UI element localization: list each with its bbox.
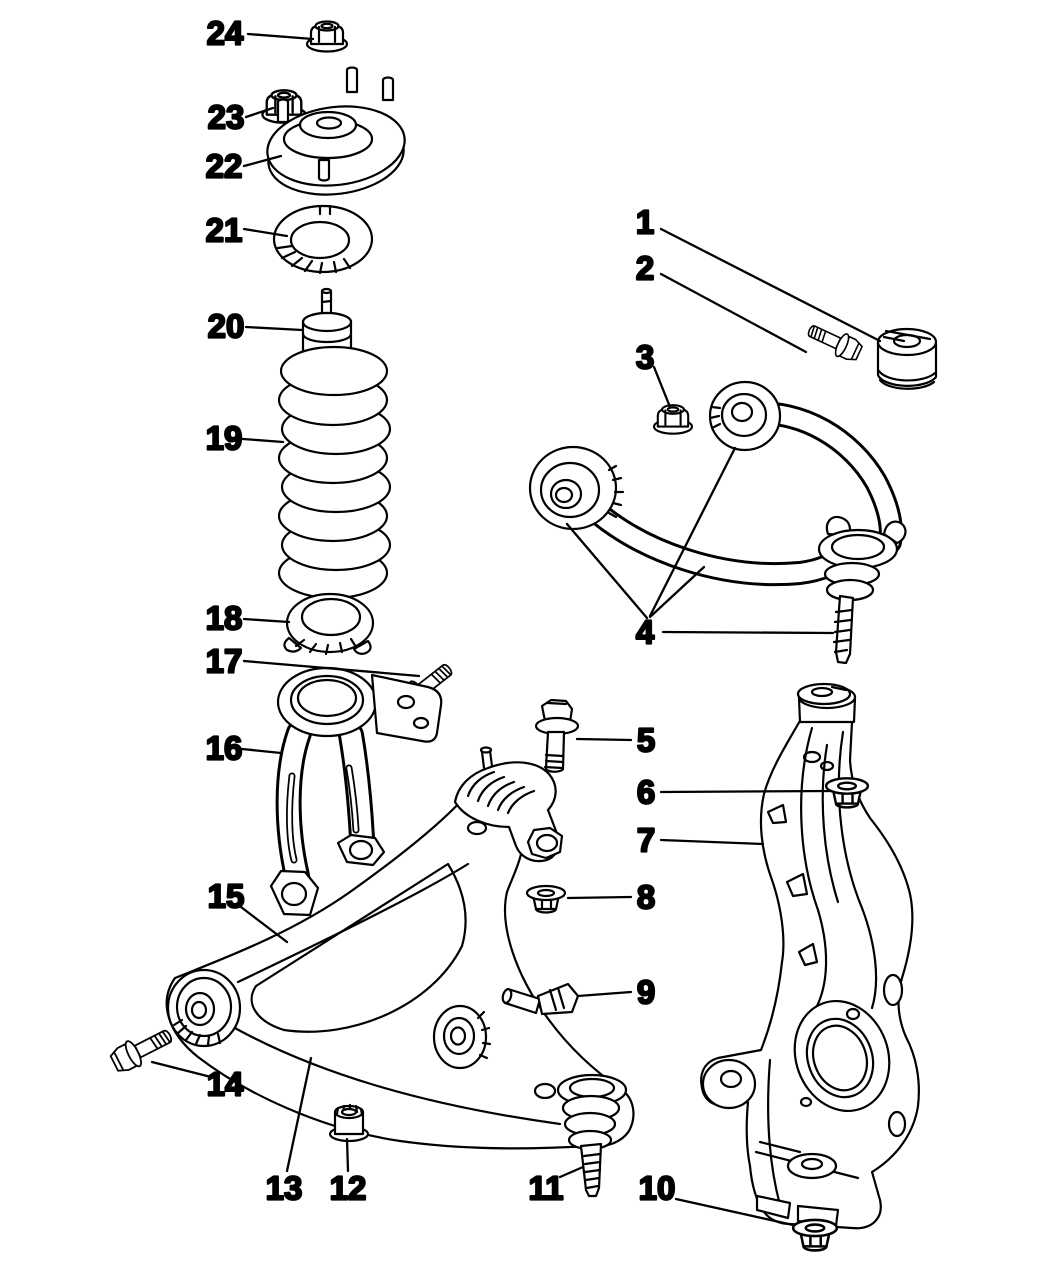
callout-22-leader-line (242, 154, 283, 168)
part-14-bolt-drawing (107, 1021, 178, 1077)
callout-14-leader-line (150, 1060, 213, 1079)
part-4-upper-control-arm-drawing (528, 380, 907, 706)
callout-1-leader-line (659, 227, 882, 343)
callout-4-leader-line (565, 522, 649, 620)
part-18-spring-isolator-drawing (283, 592, 375, 656)
part-16-shock-fork-drawing (269, 666, 443, 917)
callout-23-leader-line (244, 106, 275, 119)
callout-15-label: 15 (208, 878, 245, 915)
callout-8-leader-line (566, 895, 633, 900)
callout-17-label: 17 (206, 643, 243, 680)
part-2-bolt-drawing (803, 318, 866, 365)
part-10-nut-drawing (791, 1218, 839, 1252)
callout-24-label: 24 (207, 15, 244, 52)
callout-4-leader-line (661, 630, 835, 635)
callout-10-label: 10 (639, 1170, 676, 1207)
callout-9-leader-line (576, 990, 633, 998)
callout-13-leader-line (285, 1056, 313, 1173)
callout-9-label: 9 (637, 974, 655, 1011)
part-7-steering-knuckle-drawing (700, 684, 920, 1230)
callout-7-leader-line (659, 838, 765, 846)
callout-20-label: 20 (208, 308, 245, 345)
callout-21-label: 21 (206, 212, 243, 249)
callout-15-leader-line (239, 905, 289, 944)
callout-2-label: 2 (636, 250, 654, 287)
part-11-ball-joint-drawing (556, 1073, 628, 1198)
callout-4-leader-line (648, 565, 706, 619)
callout-20-leader-line (244, 325, 304, 332)
callout-18-leader-line (242, 617, 291, 624)
part-5-bolt-drawing (534, 698, 580, 773)
part-13-lower-control-arm-drawing (165, 746, 635, 1150)
part-24-nut-drawing (305, 20, 349, 53)
part-3-nut-drawing (652, 404, 694, 435)
callout-24-leader-line (246, 32, 315, 41)
callout-1-label: 1 (636, 204, 654, 241)
callout-21-leader-line (242, 227, 289, 238)
callout-12-label: 12 (330, 1170, 367, 1207)
callout-11-label: 11 (529, 1170, 564, 1207)
callout-19-leader-line (241, 437, 285, 444)
part-19-coil-spring-drawing (277, 345, 392, 600)
callout-22-label: 22 (206, 148, 243, 185)
callout-10-leader-line (674, 1197, 795, 1227)
callout-2-leader-line (659, 272, 808, 354)
callout-3-label: 3 (636, 339, 654, 376)
callout-11-leader-line (558, 1165, 585, 1179)
part-22-strut-mount-drawing (266, 66, 406, 196)
part-21-spring-seat-drawing (272, 204, 374, 275)
part-9-wheel-speed-sensor-drawing (501, 982, 580, 1016)
callout-4-leader-line (648, 446, 737, 618)
callout-4-label: 4 (636, 614, 655, 651)
callout-3-leader-line (652, 365, 672, 409)
callout-14-label: 14 (207, 1066, 244, 1103)
part-12-nut-drawing (328, 1103, 370, 1143)
part-8-nut-drawing (525, 884, 567, 914)
callout-19-label: 19 (206, 420, 243, 457)
callout-13-label: 13 (266, 1170, 303, 1207)
callout-18-label: 18 (206, 600, 243, 637)
callout-5-leader-line (575, 737, 633, 742)
callout-7-label: 7 (637, 822, 655, 859)
callout-16-label: 16 (206, 730, 243, 767)
callout-12-leader-line (345, 1137, 350, 1173)
callout-5-label: 5 (637, 722, 655, 759)
callout-17-leader-line (242, 659, 421, 678)
callout-6-label: 6 (637, 774, 655, 811)
part-1-bushing-drawing (876, 327, 938, 390)
callout-23-label: 23 (208, 99, 245, 136)
callout-6-leader-line (659, 789, 833, 794)
callout-16-leader-line (240, 747, 283, 755)
callout-8-label: 8 (637, 879, 655, 916)
